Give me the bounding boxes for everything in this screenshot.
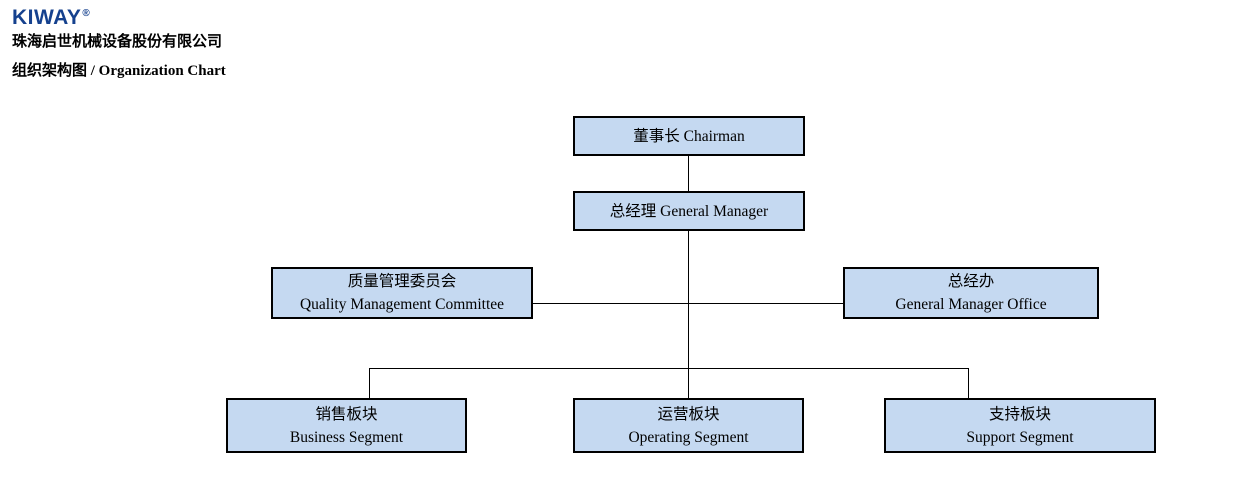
org-node-label-en: Quality Management Committee xyxy=(299,296,505,313)
org-node-label-en: Operating Segment xyxy=(628,428,749,446)
org-node-label: 董事长 Chairman xyxy=(633,127,745,145)
logo-text: KIWAY xyxy=(12,6,82,29)
org-node-label-zh: 总经办 xyxy=(947,273,995,290)
connector-segments-horizontal xyxy=(369,368,969,369)
org-node-label-en: Business Segment xyxy=(289,428,404,446)
org-node-general-manager: 总经理 General Manager xyxy=(573,191,805,231)
org-node-label-zh: 支持板块 xyxy=(988,405,1051,423)
org-node-operating-segment: 运营板块 Operating Segment xyxy=(573,398,804,453)
org-node-label-en: General Manager Office xyxy=(895,296,1047,313)
org-node-label-zh: 质量管理委员会 xyxy=(347,273,457,290)
connector-quality-to-gmoffice xyxy=(533,303,843,304)
connector-gm-trunk xyxy=(688,231,689,368)
org-node-support-segment: 支持板块 Support Segment xyxy=(884,398,1156,453)
org-node-label-zh: 销售板块 xyxy=(315,405,378,423)
connector-drop-business xyxy=(369,368,370,398)
org-node-business-segment: 销售板块 Business Segment xyxy=(226,398,467,453)
registered-trademark-icon: ® xyxy=(82,8,91,19)
org-node-label-en: Support Segment xyxy=(966,428,1074,446)
page-title: 组织架构图 / Organization Chart xyxy=(12,63,226,79)
org-node-general-manager-office: 总经办 General Manager Office xyxy=(843,267,1099,319)
connector-drop-support xyxy=(968,368,969,398)
company-name: 珠海启世机械设备股份有限公司 xyxy=(12,34,223,50)
org-node-chairman: 董事长 Chairman xyxy=(573,116,805,156)
org-node-label: 总经理 General Manager xyxy=(609,202,769,220)
org-node-label-zh: 运营板块 xyxy=(657,405,720,423)
connector-chairman-to-gm xyxy=(688,156,689,191)
org-node-quality-management-committee: 质量管理委员会 Quality Management Committee xyxy=(271,267,533,319)
connector-drop-operating xyxy=(688,368,689,398)
company-logo: KIWAY® xyxy=(12,3,90,29)
